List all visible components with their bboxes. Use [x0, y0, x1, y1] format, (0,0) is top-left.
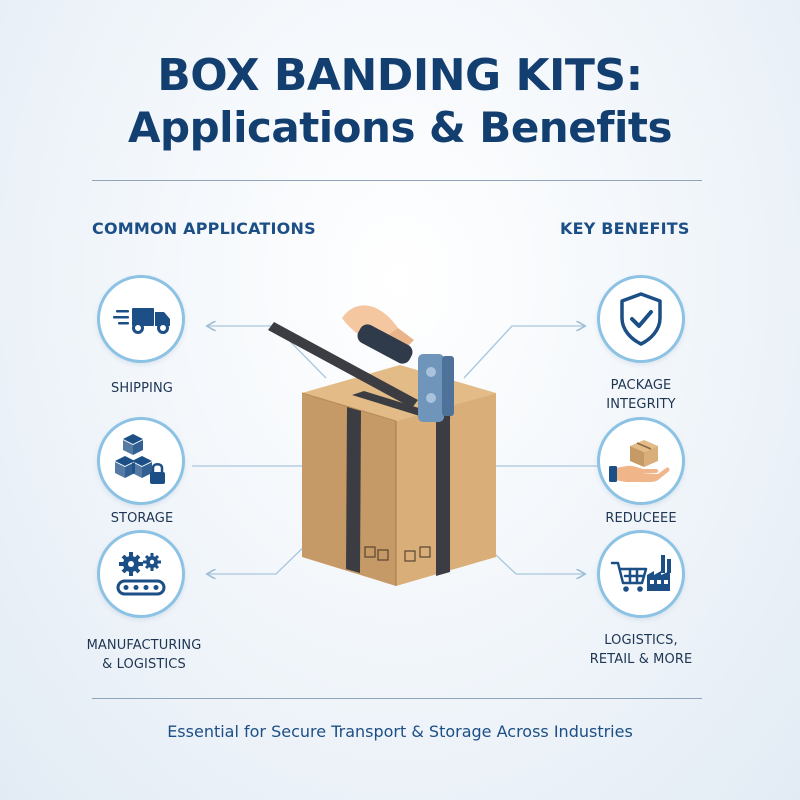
page-title-line1: BOX BANDING KITS:: [157, 50, 643, 101]
gears-conveyor-icon: [116, 552, 166, 596]
label-manufacturing-line1: MANUFACTURING: [86, 638, 202, 653]
label-manufacturing: MANUFACTURING & LOGISTICS: [72, 636, 216, 674]
storage-icon-circle: [97, 417, 185, 505]
label-logistics-line1: LOGISTICS,: [604, 633, 678, 648]
applications-heading: COMMON APPLICATIONS: [92, 219, 316, 238]
label-integrity: PACKAGE INTEGRITY: [581, 376, 701, 414]
label-logistics-line2: RETAIL & MORE: [589, 652, 693, 667]
connector-integrity: [463, 326, 584, 379]
shield-check-icon: [620, 292, 662, 346]
handling-symbols-icon: [364, 546, 431, 562]
hand-holding-box-icon: [609, 440, 670, 482]
delivery-truck-icon: [113, 308, 170, 334]
manufacturing-icon-circle: [97, 530, 185, 618]
stacked-boxes-lock-icon: [115, 434, 165, 484]
logistics-icon-circle: [597, 530, 685, 618]
connector-manufacturing: [208, 537, 314, 574]
tensioning-tool-icon: [342, 305, 454, 422]
label-shipping: SHIPPING: [111, 381, 173, 396]
reduce-icon-circle: [597, 417, 685, 505]
label-integrity-line2: INTEGRITY: [606, 397, 676, 412]
cart-factory-icon: [610, 555, 671, 592]
bottom-divider: [92, 698, 702, 699]
top-divider: [92, 180, 702, 181]
benefits-heading: KEY BENEFITS: [560, 219, 690, 238]
footer-tagline: Essential for Secure Transport & Storage…: [167, 722, 633, 741]
label-reduce: REDUCEEE: [605, 511, 677, 526]
page-title-line2: Applications & Benefits: [128, 103, 672, 152]
label-logistics: LOGISTICS, RETAIL & MORE: [581, 631, 701, 669]
shipping-icon-circle: [97, 275, 185, 363]
label-integrity-line1: PACKAGE: [610, 378, 672, 393]
label-manufacturing-line2: & LOGISTICS: [102, 657, 186, 672]
integrity-icon-circle: [597, 275, 685, 363]
label-storage: STORAGE: [110, 511, 174, 526]
